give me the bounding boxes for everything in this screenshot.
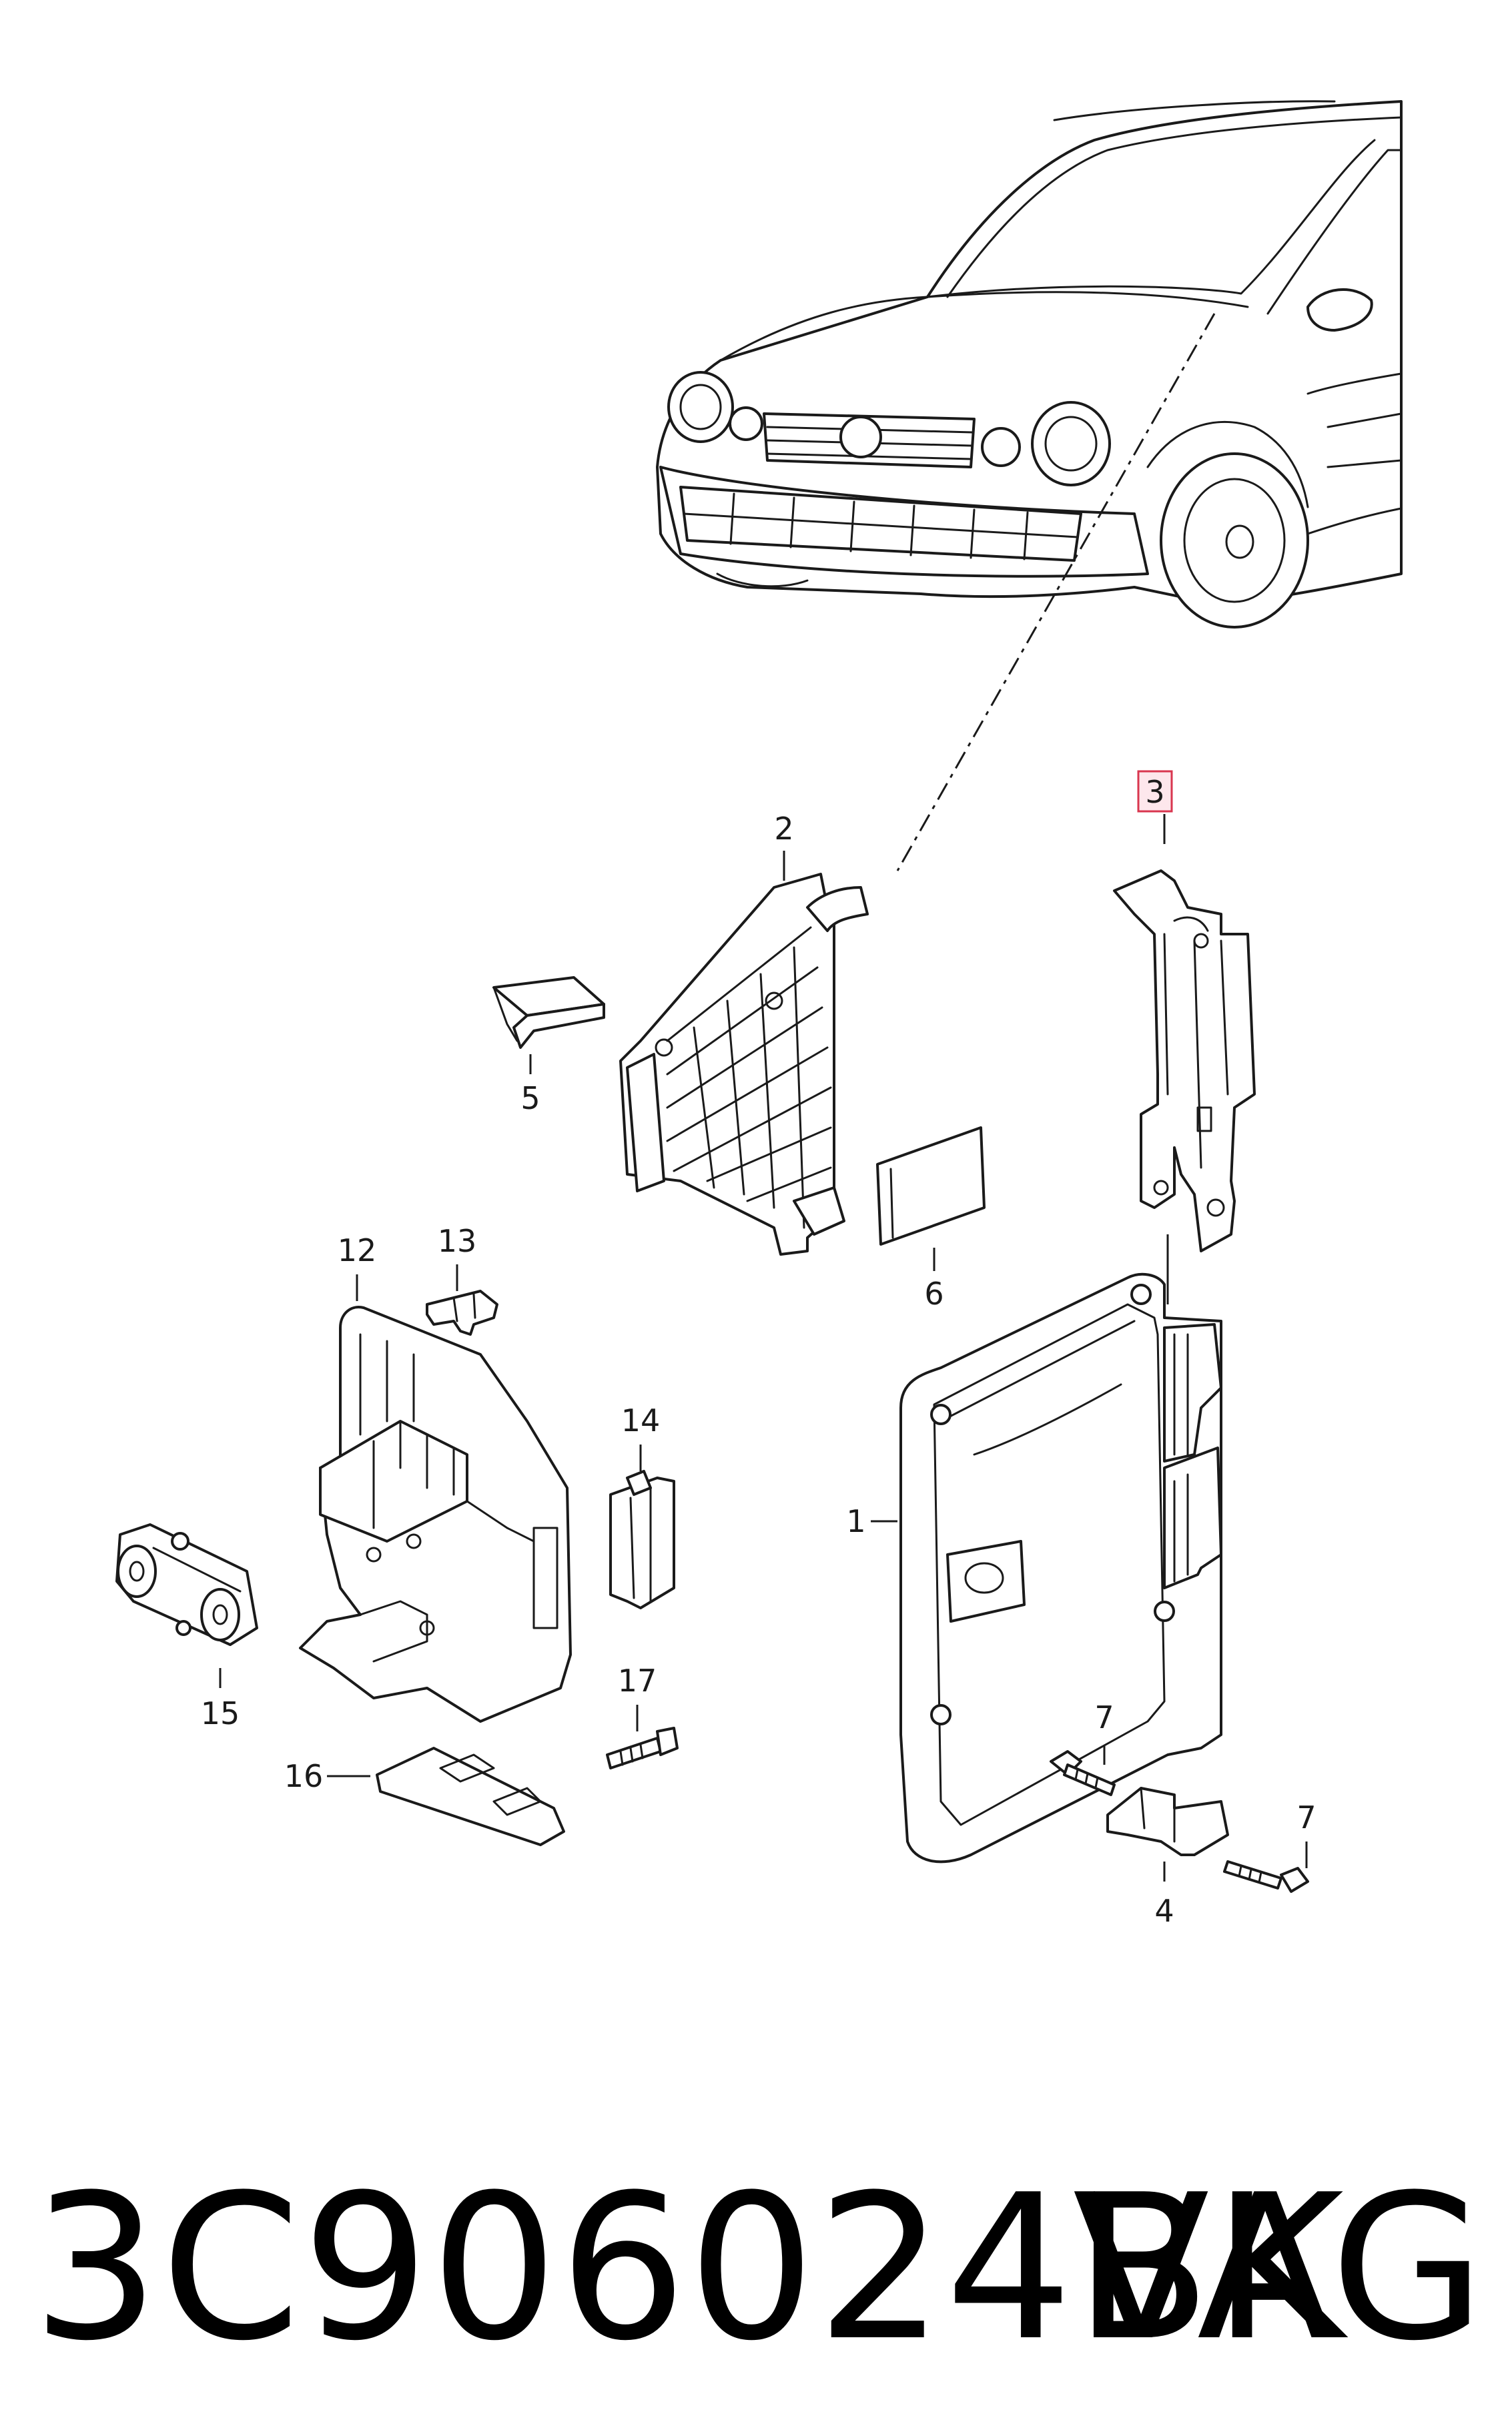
part-17-bolt [606,1727,679,1769]
part-7-screw-b [1223,1860,1309,1893]
part-5-clip [492,976,605,1049]
callout-7-a: 7 [1094,1699,1114,1735]
callout-5: 5 [520,1080,540,1116]
part-6-label [876,1126,986,1246]
callout-12: 12 [338,1232,377,1268]
callout-7-b: 7 [1296,1799,1316,1836]
callout-17: 17 [618,1663,657,1699]
part-2-bracket [619,873,869,1256]
callout-16: 16 [284,1758,324,1794]
part-1-ecu [899,1272,1222,1864]
callout-2: 2 [774,811,793,847]
part-3-mounting-bracket [1113,869,1256,1252]
part-16-plate [376,1747,565,1846]
callout-4: 4 [1154,1893,1174,1929]
part-number-footer: 3C906024BK VAG [0,2128,1512,2409]
part-15-relay-holder [115,1523,258,1646]
part-4-bracket [1106,1787,1229,1856]
callout-6: 6 [924,1276,943,1312]
callout-3: 3 [1145,774,1164,810]
part-number-text: 3C906024BK [32,2152,1346,2385]
callout-13: 13 [438,1223,477,1259]
brand-text: VAG [1072,2152,1485,2385]
part-13-clip [426,1290,498,1336]
part-12-tray [299,1306,572,1723]
car-illustration [656,100,1403,629]
callout-1: 1 [846,1503,865,1539]
callout-15: 15 [201,1695,240,1731]
callout-14: 14 [621,1402,661,1439]
highlight-box-callout-3 [1137,770,1173,813]
part-7-screw-a [1050,1750,1116,1796]
part-14-connector [609,1470,675,1609]
